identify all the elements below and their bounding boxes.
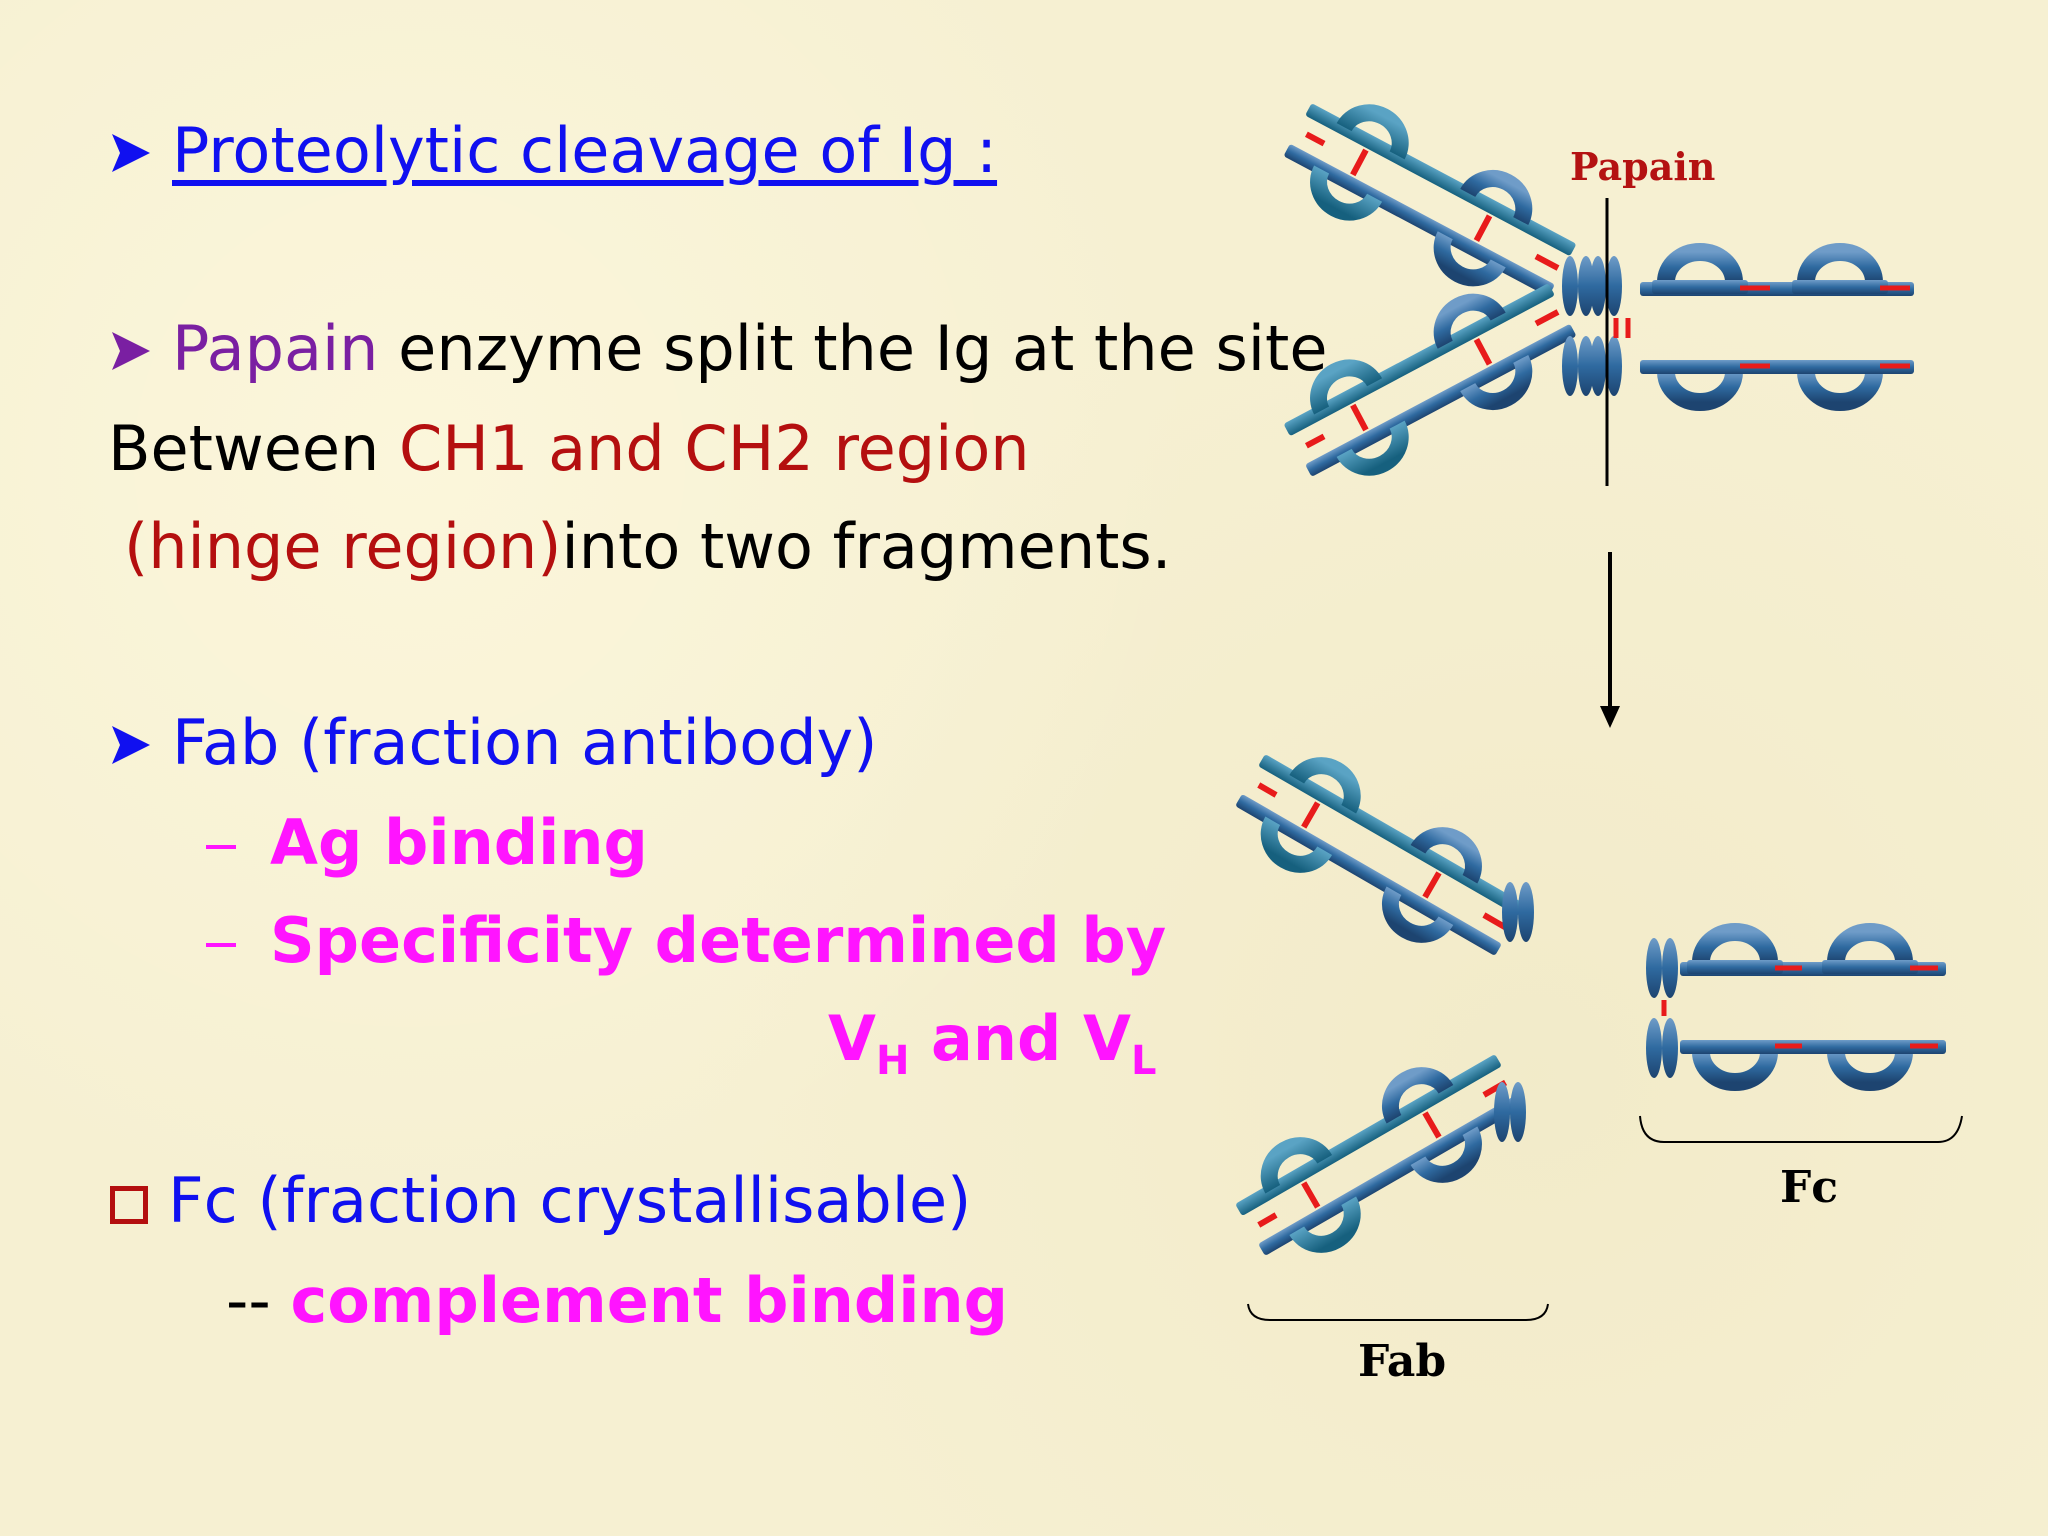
vh-sub: H — [875, 1038, 910, 1084]
fc-sub-line: -- complement binding — [226, 1270, 1008, 1332]
fc-title: Fc (fraction crystallisable) — [168, 1164, 972, 1237]
papain-term: Papain — [172, 312, 379, 385]
vl-sub: L — [1130, 1038, 1157, 1084]
papain-rest: enzyme split the Ig at the site — [378, 312, 1328, 385]
papain-label: Papain — [1570, 144, 1715, 189]
fc-label: Fc — [1780, 1162, 1838, 1213]
between-prefix: Between — [108, 412, 399, 485]
hinge-text: (hinge region) — [124, 510, 562, 583]
papain-line: Papain enzyme split the Ig at the site — [108, 318, 1327, 380]
hinge-rest: into two fragments. — [561, 510, 1172, 583]
square-bullet-icon — [110, 1186, 148, 1224]
dash-bullet — [206, 844, 236, 849]
between-line: Between CH1 and CH2 region — [108, 418, 1030, 480]
fab-sub2-line: Specificity determined by — [206, 910, 1166, 972]
fab-label: Fab — [1358, 1336, 1446, 1387]
fc-dash: -- — [226, 1264, 291, 1337]
fab-line: Fab (fraction antibody) — [108, 712, 877, 774]
fab-sub1: Ag binding — [270, 806, 648, 879]
fc-line: Fc (fraction crystallisable) — [110, 1170, 971, 1232]
arrow-bullet-icon — [108, 120, 154, 182]
fc-fragment — [1639, 932, 1963, 1143]
dash-bullet — [206, 942, 236, 947]
vh-text: V — [828, 1002, 876, 1075]
slide-heading: Proteolytic cleavage of Ig : — [172, 114, 998, 187]
heading-line: Proteolytic cleavage of Ig : — [108, 120, 997, 182]
fab-brace — [1247, 1303, 1549, 1321]
intact-antibody — [1273, 84, 1914, 497]
vh-vl-line: VH and VL — [828, 1008, 1157, 1084]
fc-brace — [1639, 1115, 1963, 1143]
hinge-line: (hinge region)into two fragments. — [124, 516, 1171, 578]
regions-text: CH1 and CH2 region — [399, 412, 1030, 485]
and-text: and — [909, 1002, 1083, 1075]
fab-sub1-line: Ag binding — [206, 812, 648, 874]
fab-fragments — [1224, 735, 1549, 1321]
arrow-bullet-icon — [108, 318, 154, 380]
fab-sub2: Specificity determined by — [270, 904, 1167, 977]
arrow-bullet-icon — [108, 712, 154, 774]
vl-text: V — [1083, 1002, 1131, 1075]
fc-sub: complement binding — [290, 1264, 1009, 1337]
down-arrow-icon — [1600, 552, 1620, 728]
fab-title: Fab (fraction antibody) — [172, 706, 878, 779]
